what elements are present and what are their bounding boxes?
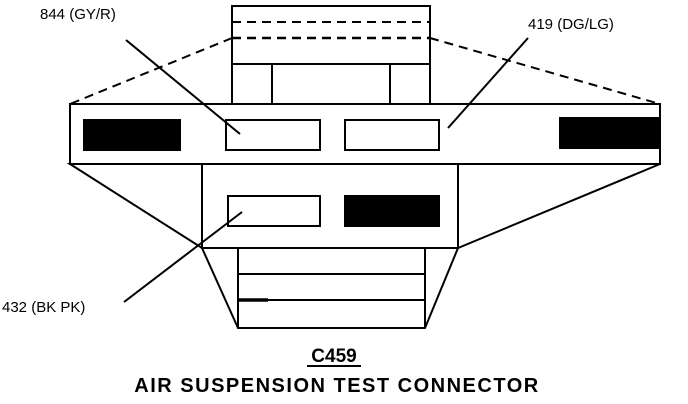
connector-body	[66, 5, 661, 329]
perspective-line-left	[69, 37, 233, 105]
wire-label-844: 844 (GY/R)	[40, 6, 116, 23]
wire-label-419: 419 (DG/LG)	[528, 16, 614, 33]
cavity-filled-bottom-right	[344, 195, 440, 227]
leader-lines	[123, 37, 529, 303]
wire-label-432: 432 (BK PK)	[2, 299, 85, 316]
cavity-432	[227, 195, 321, 227]
connector-latch	[231, 5, 431, 105]
leader-line-432	[123, 211, 243, 303]
connector-name: AIR SUSPENSION TEST CONNECTOR	[134, 375, 539, 397]
leader-line-419	[447, 37, 529, 129]
leader-line-844	[125, 39, 241, 135]
cavities	[83, 117, 659, 227]
cavity-filled-left-wing	[83, 119, 181, 151]
cavity-844	[225, 119, 321, 151]
terminal-shroud	[200, 247, 460, 329]
cavity-419	[344, 119, 440, 151]
connector-id: C459	[311, 346, 356, 367]
cavity-filled-right-wing	[559, 117, 659, 149]
perspective-line-right	[429, 37, 661, 105]
